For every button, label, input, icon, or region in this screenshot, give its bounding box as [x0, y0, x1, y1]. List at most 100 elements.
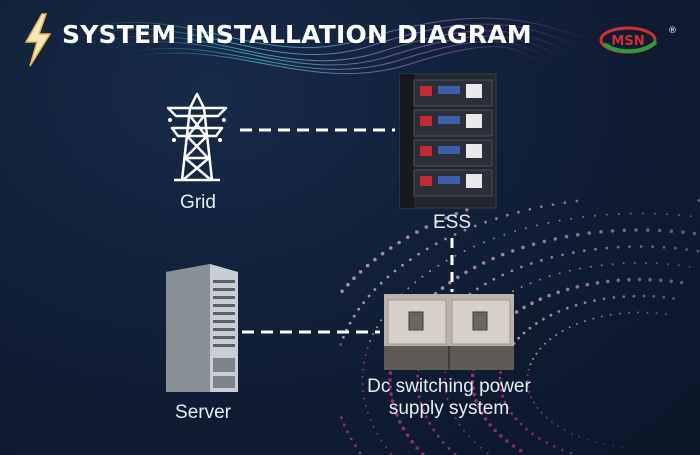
decor-dot [473, 245, 476, 248]
page-title: SYSTEM INSTALLATION DIAGRAM [62, 20, 532, 49]
decor-dot [498, 376, 502, 380]
decor-dot [339, 343, 343, 346]
decor-dot [363, 397, 366, 400]
decor-dot [536, 406, 539, 409]
decor-dot [639, 245, 643, 248]
battery-module-2 [413, 109, 493, 137]
battery-module-4 [413, 169, 493, 197]
decor-dot [628, 245, 631, 249]
decor-dot [474, 399, 478, 403]
decor-dot [539, 205, 543, 209]
decor-dot [363, 361, 365, 364]
decor-dot [342, 335, 345, 339]
decor-dot [602, 297, 606, 301]
decor-dot [612, 296, 616, 299]
decor-dot [526, 374, 529, 377]
decor-dot [453, 233, 457, 236]
decor-dot [409, 258, 412, 261]
decor-dot [483, 417, 488, 421]
decor-dot [451, 410, 454, 413]
decor-dot [401, 263, 404, 267]
decor-dot [571, 251, 575, 255]
decor-dot [514, 310, 519, 314]
decor-dot [610, 229, 615, 233]
decor-dot [488, 423, 492, 427]
decor-dot [612, 444, 615, 447]
decor-dot [648, 277, 652, 282]
decor-dot [651, 245, 654, 249]
decor-dot [367, 294, 371, 298]
decor-dot [340, 289, 344, 294]
decor-dot [528, 390, 531, 393]
decor-dot [421, 408, 425, 412]
decor-dot [362, 301, 365, 304]
decor-dot [495, 217, 498, 221]
decor-dot [501, 394, 504, 398]
decor-dot [578, 435, 581, 438]
battery-rack-icon [399, 73, 497, 209]
decor-dot [511, 444, 516, 448]
decor-dot [587, 231, 592, 235]
decor-dot [547, 293, 551, 298]
decor-dot [434, 220, 438, 225]
decor-dot [561, 330, 564, 332]
decor-dot [594, 441, 597, 444]
decor-dot [388, 378, 392, 382]
decor-dot [606, 279, 610, 284]
decor-dot [348, 321, 352, 325]
decor-dot [531, 242, 536, 247]
decor-dot [361, 375, 364, 378]
decor-dot [669, 229, 674, 233]
decor-dot [553, 237, 558, 241]
decor-dot [538, 297, 543, 302]
decor-dot [373, 257, 377, 262]
decor-dot [361, 383, 364, 386]
decor-dot [440, 286, 445, 290]
decor-dot [444, 216, 448, 220]
decor-dot [395, 413, 399, 417]
decor-dot [525, 427, 528, 431]
decor-dot [470, 380, 475, 384]
decor-dot [576, 232, 580, 237]
decor-dot [366, 347, 369, 350]
decor-dot [535, 352, 538, 355]
decor-dot [453, 452, 457, 455]
decor-dot [362, 390, 365, 393]
decor-dot [575, 285, 580, 289]
decor-dot [447, 447, 451, 450]
decor-dot [415, 230, 419, 234]
decor-dot [681, 230, 685, 234]
decor-dot [499, 388, 503, 392]
decor-dot [388, 371, 393, 375]
decor-dot [379, 281, 383, 285]
decor-dot [677, 214, 680, 217]
decor-dot [628, 311, 630, 314]
decor-dot [463, 250, 466, 252]
decor-dot [416, 381, 419, 385]
decor-dot [532, 357, 535, 360]
decor-dot [445, 259, 448, 262]
decor-dot [358, 270, 363, 274]
decor-dot [600, 264, 603, 267]
decor-dot [540, 411, 543, 414]
decor-dot [424, 225, 429, 229]
decor-dot [417, 252, 420, 256]
decor-dot [421, 452, 425, 455]
decor-dot [592, 317, 595, 320]
decor-dot [529, 363, 532, 366]
decor-dot [493, 428, 497, 433]
decor-dot [603, 443, 606, 445]
decor-dot [362, 368, 364, 371]
decor-dot [514, 417, 518, 421]
decor-dot [627, 277, 631, 282]
decor-dot [582, 216, 585, 218]
decor-dot [528, 326, 532, 330]
decor-dot [593, 214, 596, 217]
decor-dot [510, 249, 515, 253]
decor-dot [519, 422, 523, 426]
decor-dot [493, 237, 495, 240]
decor-dot [662, 245, 666, 249]
decor-dot [398, 420, 402, 424]
decor-dot [364, 354, 367, 357]
